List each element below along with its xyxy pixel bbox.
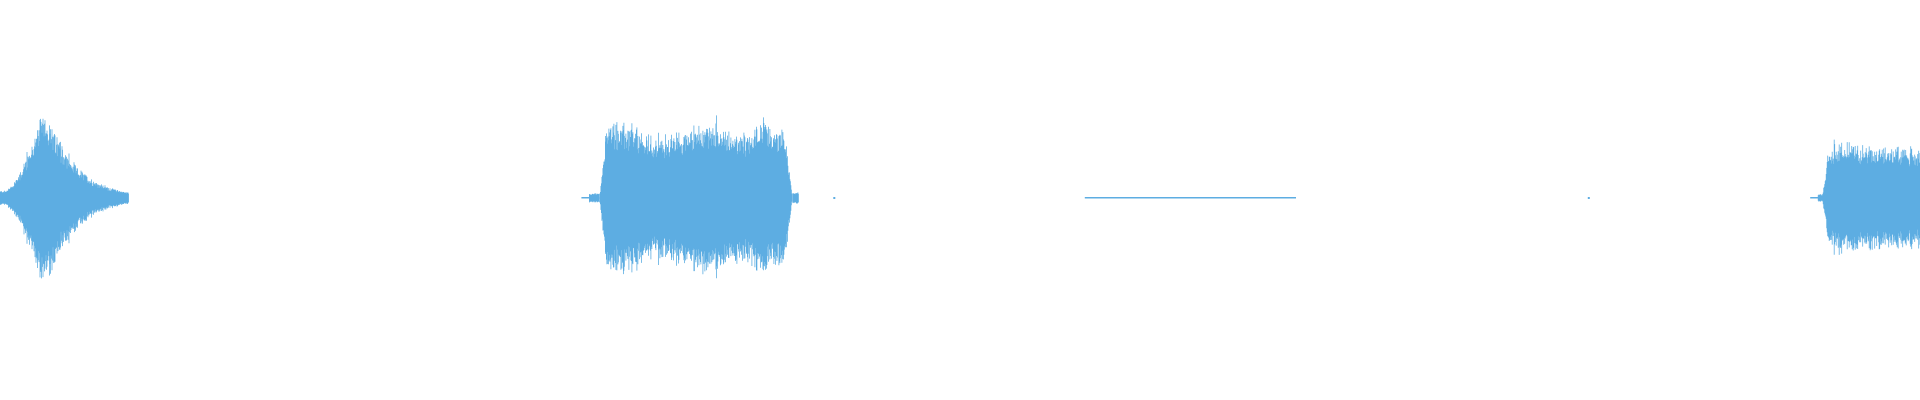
waveform-segment-3	[1084, 197, 1296, 199]
waveform-lead	[1810, 197, 1819, 199]
waveform-samples	[1817, 139, 1920, 255]
waveform-segment-4	[1810, 139, 1920, 255]
waveform-samples	[589, 115, 799, 279]
waveform-tick	[1587, 197, 1590, 199]
waveform-samples	[0, 118, 129, 279]
waveform-segment-1	[0, 118, 129, 279]
waveform-segment-2	[581, 115, 799, 279]
waveform-lead	[581, 197, 590, 199]
waveform-flat-line	[1084, 197, 1296, 199]
waveform-tick	[833, 197, 836, 199]
